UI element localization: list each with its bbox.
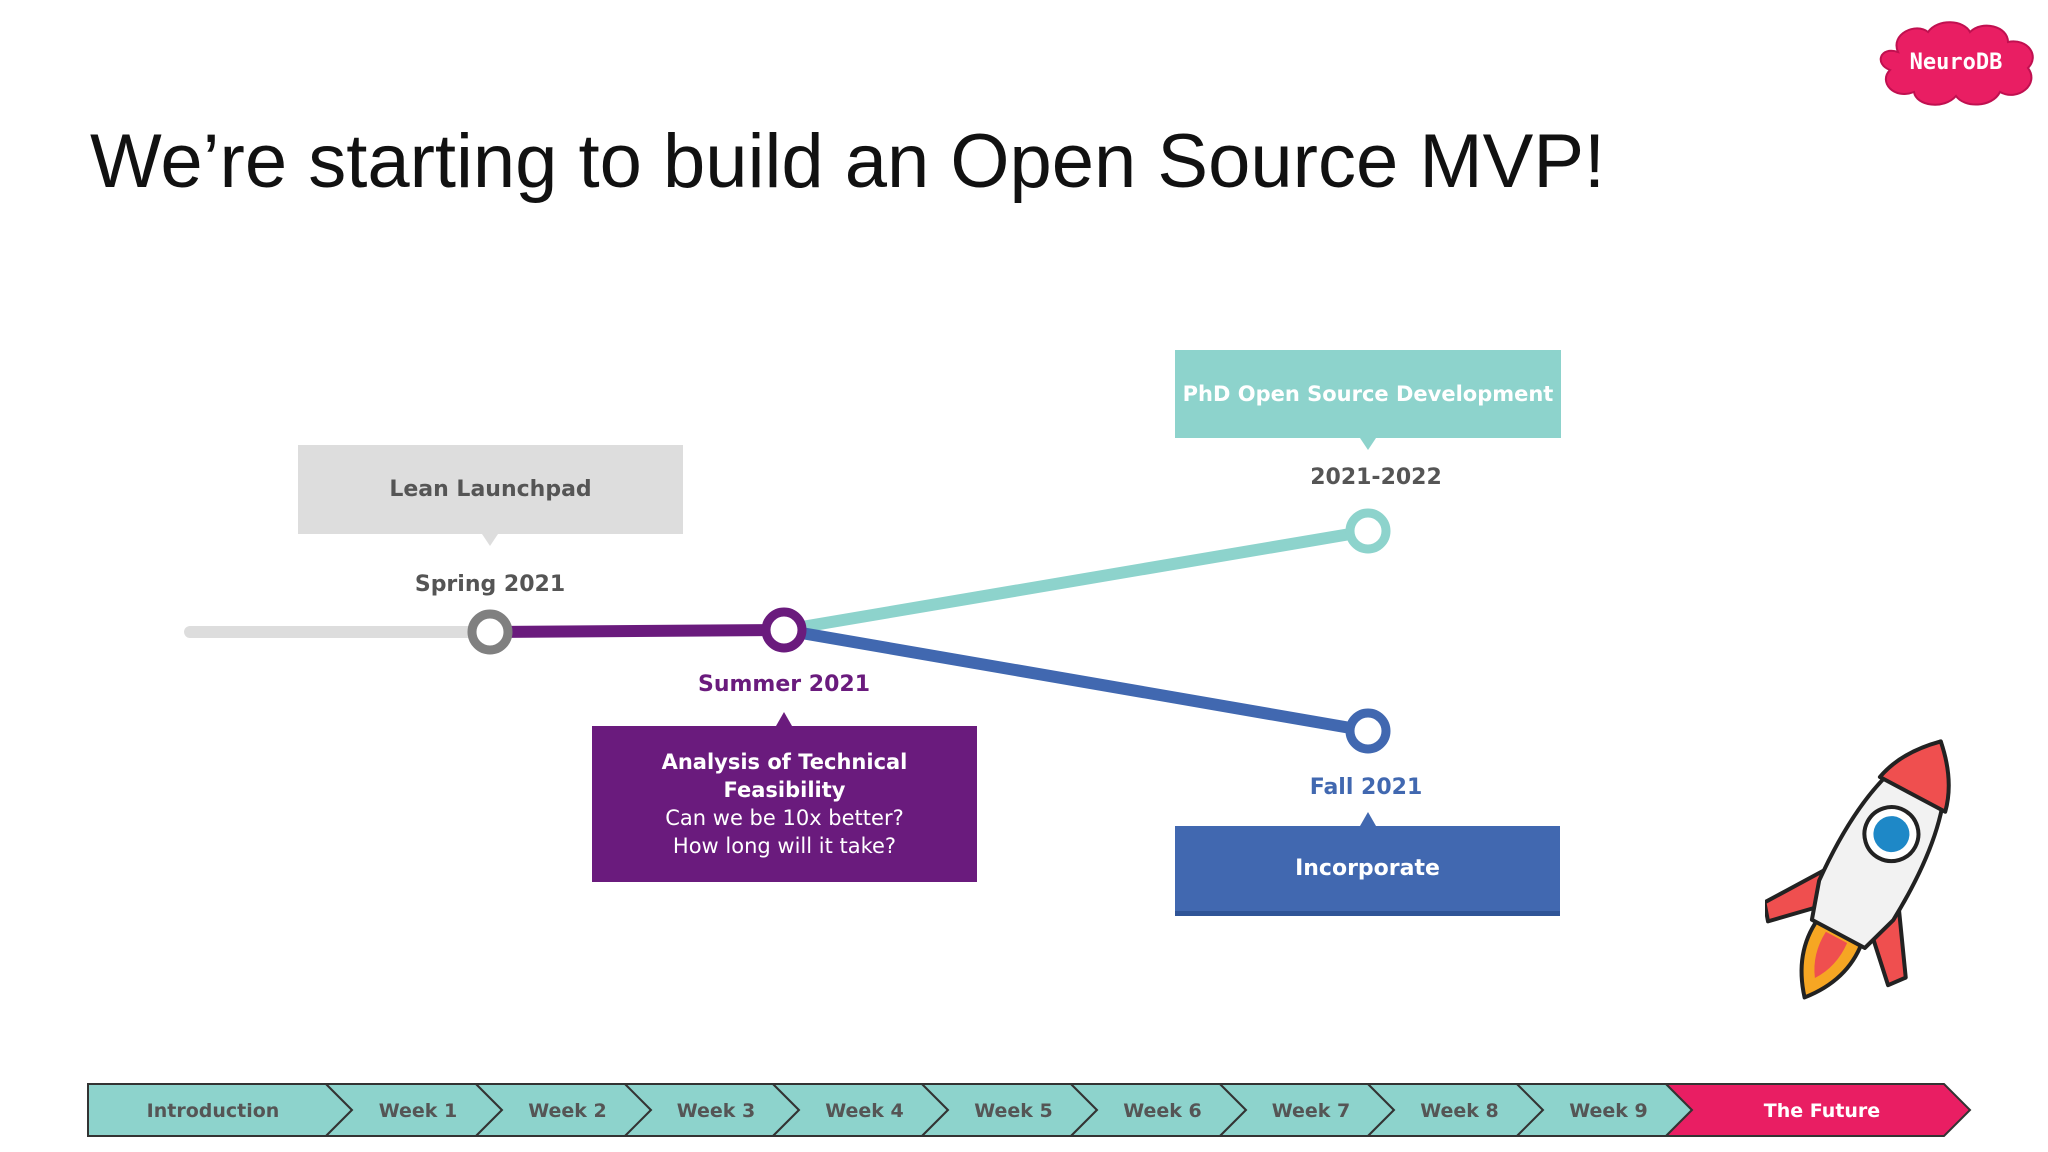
callout-feasibility-line-1: Can we be 10x better? — [665, 806, 904, 830]
callout-incorporate-text: Incorporate — [1295, 855, 1440, 881]
callout-pointer-phd — [1360, 438, 1376, 450]
milestone-node-summer — [761, 607, 807, 653]
progress-segment-label: Week 5 — [974, 1100, 1053, 1122]
milestone-date-summer: Summer 2021 — [697, 672, 870, 697]
progress-segment-label: The Future — [1764, 1100, 1880, 1122]
cloud-icon — [1879, 21, 2034, 106]
callout-pointer-spring — [482, 534, 498, 546]
callout-pointer-summer — [776, 712, 792, 726]
milestone-node-phd — [1345, 508, 1391, 554]
callout-phd-development-text: PhD Open Source Development — [1182, 382, 1554, 406]
milestone-node-spring — [467, 609, 513, 655]
progress-segment-label: Week 7 — [1272, 1100, 1351, 1122]
callout-pointer-fall — [1360, 812, 1376, 826]
progress-segment-label: Introduction — [147, 1100, 280, 1122]
callout-lean-launchpad: Lean Launchpad — [298, 445, 683, 534]
progress-segment-label: Week 6 — [1123, 1100, 1202, 1122]
progress-segment-label: Week 2 — [528, 1100, 607, 1122]
progress-bar: Introduction Week 1 Week 2 Week 3 Week 4 Week… — [87, 1083, 1972, 1137]
timeline-phd-branch-line — [782, 525, 1370, 636]
milestone-node-fall — [1345, 708, 1391, 754]
milestone-date-phd: 2021-2022 — [1310, 465, 1442, 490]
progress-segment-label: Week 9 — [1569, 1100, 1648, 1122]
progress-segment-label: Week 4 — [825, 1100, 904, 1122]
timeline-fall-branch-line — [782, 624, 1370, 737]
callout-phd-development: PhD Open Source Development — [1175, 350, 1561, 438]
timeline-spring-summer-line — [489, 624, 785, 638]
callout-feasibility-title: Analysis of Technical Feasibility — [661, 750, 908, 802]
progress-segment-label: Week 8 — [1420, 1100, 1499, 1122]
slide-title: We’re starting to build an Open Source M… — [90, 119, 1606, 204]
progress-segment-the-future — [1663, 1083, 1972, 1137]
neurodb-logo: NeuroDB — [1879, 21, 2034, 106]
progress-segment-label: Week 1 — [379, 1100, 458, 1122]
callout-feasibility-line-2: How long will it take? — [672, 834, 897, 858]
logo-text: NeuroDB — [1910, 50, 2003, 75]
callout-incorporate: Incorporate — [1175, 826, 1560, 916]
callout-lean-launchpad-text: Lean Launchpad — [389, 476, 592, 502]
milestone-date-fall: Fall 2021 — [1309, 775, 1423, 800]
callout-feasibility: Analysis of Technical Feasibility Can we… — [592, 726, 977, 882]
rocket-icon — [1765, 739, 1951, 1000]
progress-segment-label: Week 3 — [677, 1100, 756, 1122]
milestone-date-spring: Spring 2021 — [414, 572, 566, 597]
